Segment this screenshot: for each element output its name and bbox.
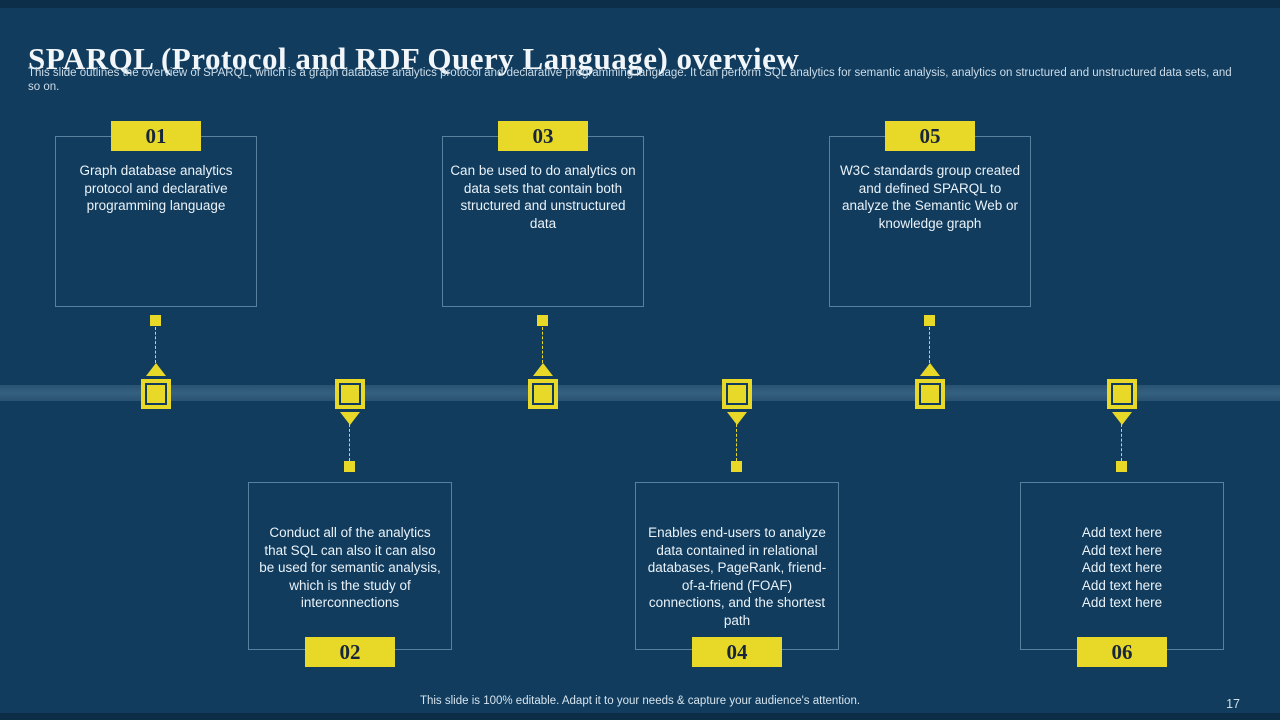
connector-dashed-line-01 [155, 327, 156, 363]
timeline-column-03: Can be used to do analytics on data sets… [441, 0, 645, 720]
connector-cap-square-05 [924, 315, 935, 326]
timeline-column-01: Graph database analytics protocol and de… [54, 0, 258, 720]
timeline-column-05: W3C standards group created and defined … [828, 0, 1032, 720]
timeline-marker-04 [722, 379, 752, 409]
slide-subtitle: This slide outlines the overview of SPAR… [28, 67, 1232, 93]
connector-dashed-line-03 [542, 327, 543, 363]
connector-arrow-up-icon-03 [533, 363, 553, 376]
content-box-02-text: Conduct all of the analytics that SQL ca… [259, 525, 441, 611]
connector-arrow-down-icon-06 [1112, 412, 1132, 425]
connector-cap-square-06 [1116, 461, 1127, 472]
timeline-marker-06 [1107, 379, 1137, 409]
connector-arrow-down-icon-04 [727, 412, 747, 425]
connector-cap-square-04 [731, 461, 742, 472]
timeline-marker-03 [528, 379, 558, 409]
connector-dashed-line-04 [736, 424, 737, 461]
timeline-marker-02-inner [339, 383, 361, 405]
timeline-column-02: Conduct all of the analytics that SQL ca… [248, 0, 452, 720]
slide-bottom-edge [0, 713, 1280, 720]
content-box-06: Add text here Add text here Add text her… [1020, 482, 1224, 650]
number-badge-04: 04 [692, 637, 782, 667]
connector-cap-square-02 [344, 461, 355, 472]
content-box-05: W3C standards group created and defined … [829, 136, 1031, 307]
number-badge-02: 02 [305, 637, 395, 667]
footer-note: This slide is 100% editable. Adapt it to… [419, 695, 861, 707]
timeline-marker-06-inner [1111, 383, 1133, 405]
timeline-marker-03-inner [532, 383, 554, 405]
number-badge-01: 01 [111, 121, 201, 151]
page-number: 17 [1226, 697, 1240, 711]
timeline-marker-01-inner [145, 383, 167, 405]
connector-arrow-up-icon-01 [146, 363, 166, 376]
timeline-column-06: Add text here Add text here Add text her… [1020, 0, 1224, 720]
connector-arrow-up-icon-05 [920, 363, 940, 376]
timeline-axis [0, 385, 1280, 401]
content-box-03-text: Can be used to do analytics on data sets… [450, 163, 636, 231]
slide-title: SPARQL (Protocol and RDF Query Language)… [28, 40, 800, 76]
connector-arrow-down-icon-02 [340, 412, 360, 425]
content-box-06-text: Add text here Add text here Add text her… [1081, 525, 1163, 611]
content-box-01-text: Graph database analytics protocol and de… [79, 163, 233, 214]
content-box-04: Enables end-users to analyze data contai… [635, 482, 839, 650]
connector-dashed-line-02 [349, 424, 350, 461]
number-badge-06: 06 [1077, 637, 1167, 667]
number-badge-03: 03 [498, 121, 588, 151]
connector-dashed-line-05 [929, 327, 930, 363]
connector-dashed-line-06 [1121, 424, 1122, 461]
timeline-column-04: Enables end-users to analyze data contai… [635, 0, 839, 720]
timeline-marker-04-inner [726, 383, 748, 405]
timeline-marker-01 [141, 379, 171, 409]
timeline-marker-05 [915, 379, 945, 409]
content-box-05-text: W3C standards group created and defined … [839, 163, 1021, 231]
content-box-04-text: Enables end-users to analyze data contai… [647, 525, 827, 628]
number-badge-05: 05 [885, 121, 975, 151]
timeline-marker-02 [335, 379, 365, 409]
slide-top-edge [0, 0, 1280, 8]
timeline-marker-05-inner [919, 383, 941, 405]
content-box-03: Can be used to do analytics on data sets… [442, 136, 644, 307]
content-box-02: Conduct all of the analytics that SQL ca… [248, 482, 452, 650]
connector-cap-square-01 [150, 315, 161, 326]
connector-cap-square-03 [537, 315, 548, 326]
content-box-01: Graph database analytics protocol and de… [55, 136, 257, 307]
